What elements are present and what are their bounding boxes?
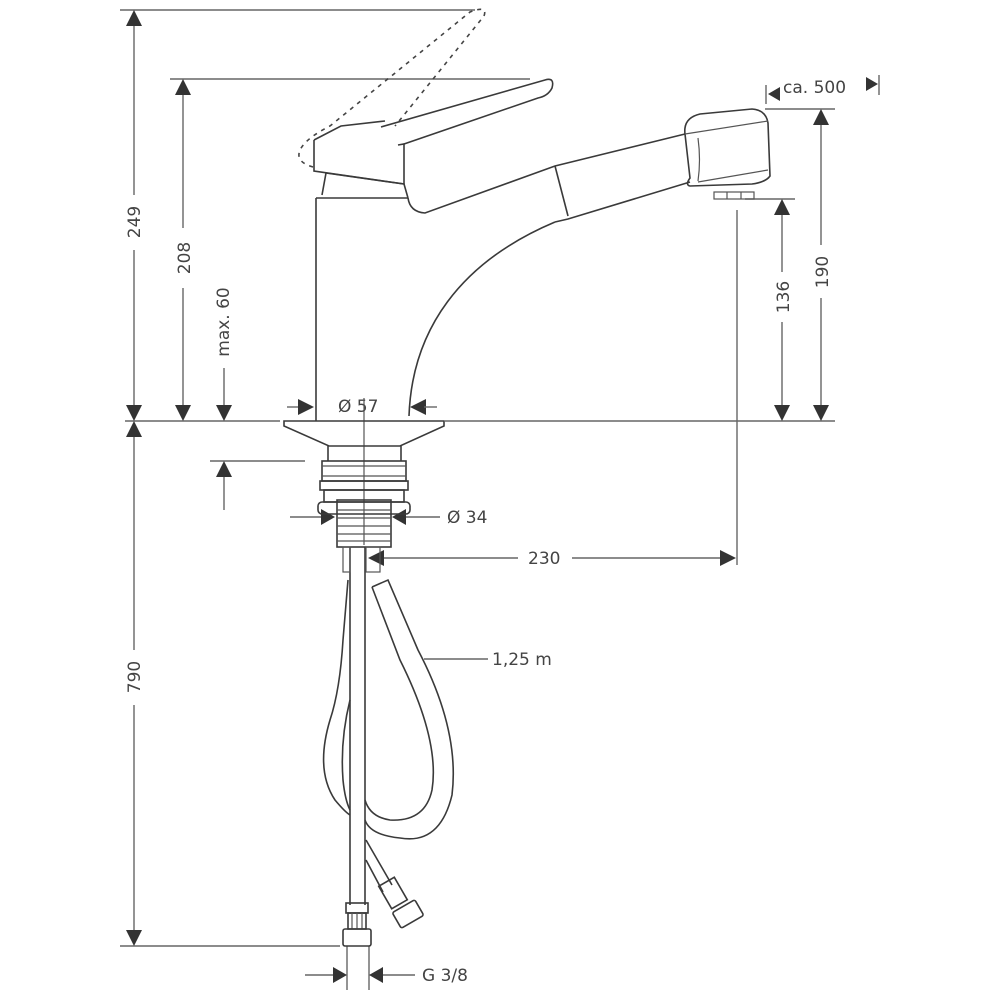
dimension-790: 790 [125,421,145,946]
dim-label-max-60: max. 60 [214,287,234,356]
dim-label-diameter-34: Ø 34 [447,508,487,528]
dim-label-g-3-8: G 3/8 [422,966,468,986]
dim-label-hose-length: 1,25 m [492,650,552,670]
dimension-diameter-57: Ø 57 [287,397,437,417]
dimension-136: 136 [774,199,794,421]
dim-label-diameter-57: Ø 57 [338,397,378,417]
dimension-g-3-8: G 3/8 [305,946,468,990]
dimension-ca-500: ca. 500 [765,75,880,104]
dimension-208: 208 [175,79,195,421]
dim-label-790: 790 [125,661,145,693]
reference-lines [120,9,835,947]
dimension-hose-length: 1,25 m [424,650,552,670]
supply-hoses [322,546,455,947]
dimension-max-60: max. 60 [214,287,234,510]
dim-label-ca-500: ca. 500 [783,78,846,98]
dimension-249: 249 [125,10,145,421]
dim-label-249: 249 [125,206,145,238]
dim-label-190: 190 [813,256,833,288]
dimension-190: 190 [813,109,833,421]
dim-label-230: 230 [528,549,560,569]
faucet-body [298,8,771,545]
dimension-230: 230 [368,549,736,569]
dim-label-136: 136 [774,281,794,313]
dimension-diameter-34: Ø 34 [290,508,487,528]
mounting-assembly [283,420,445,548]
dim-label-208: 208 [175,242,195,274]
